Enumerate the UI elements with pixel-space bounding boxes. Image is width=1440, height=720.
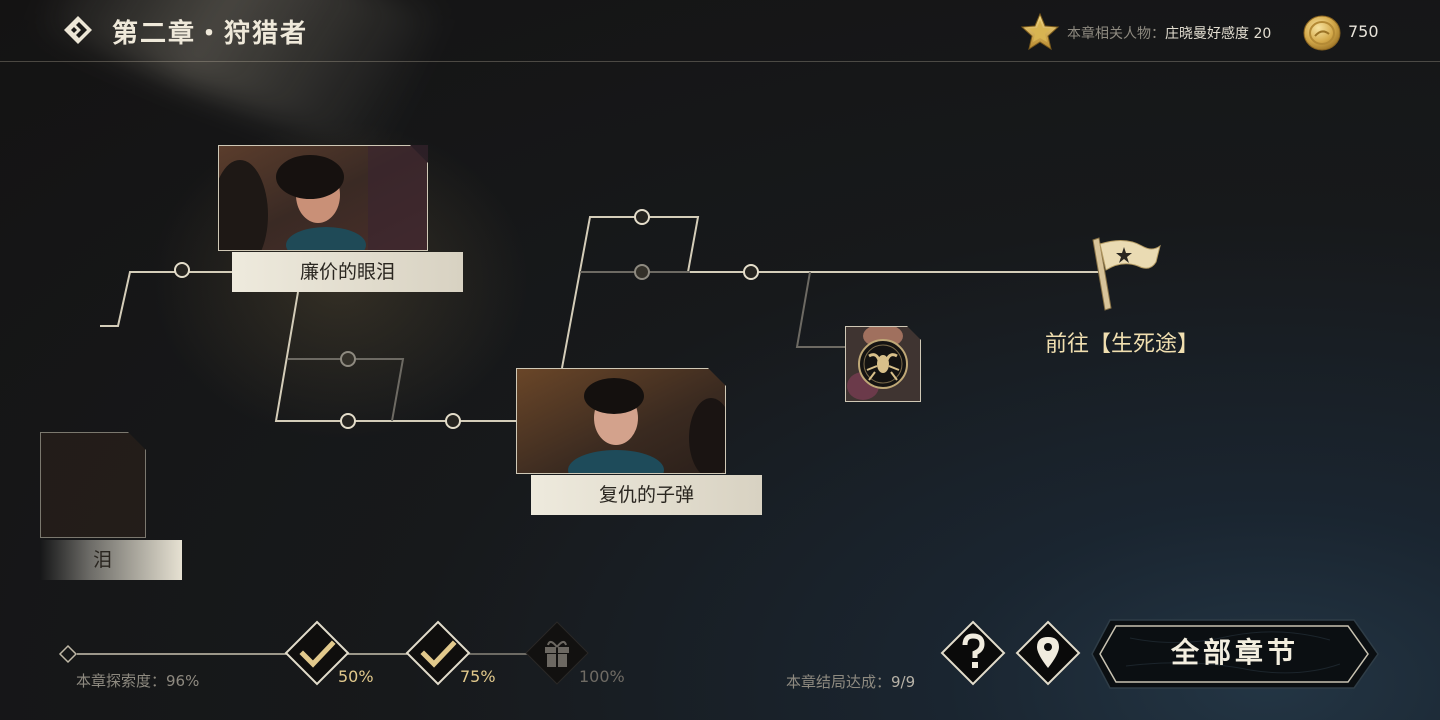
progress-start-marker bbox=[58, 644, 78, 664]
all-chapters-frame bbox=[1091, 619, 1379, 689]
all-chapters-label: 全部章节 bbox=[1170, 636, 1299, 669]
milestone-50-label: 50% bbox=[338, 667, 374, 686]
scene-thumbnail bbox=[218, 145, 428, 251]
path-node-dim bbox=[340, 351, 356, 367]
map-pin-icon[interactable] bbox=[1015, 620, 1081, 686]
top-bar: 第二章・狩猎者 本章相关人物：庄晓曼好感度 20 750 bbox=[0, 0, 1440, 62]
milestone-50-check-icon[interactable] bbox=[284, 620, 350, 686]
card-frame bbox=[40, 432, 146, 538]
story-node-card-2[interactable] bbox=[516, 368, 726, 474]
back-icon[interactable] bbox=[62, 14, 94, 46]
exploration-progress-track bbox=[58, 644, 530, 664]
exploration-value: 96% bbox=[166, 672, 200, 690]
path-card1-down bbox=[274, 291, 341, 422]
path-left-entry bbox=[100, 271, 175, 327]
path-dim-upper-right bbox=[355, 358, 405, 422]
coin-count: 750 bbox=[1348, 22, 1379, 41]
path-node-dim bbox=[634, 264, 650, 280]
exploration-label-text: 本章探索度： bbox=[76, 672, 167, 690]
path-node bbox=[743, 264, 759, 280]
milestone-75-check-icon[interactable] bbox=[405, 620, 471, 686]
path-node bbox=[634, 209, 650, 225]
affinity-info: 本章相关人物：庄晓曼好感度 20 bbox=[1067, 23, 1271, 43]
scene-thumbnail bbox=[40, 432, 146, 538]
path-top-branch bbox=[649, 216, 744, 273]
endings-label-text: 本章结局达成： bbox=[786, 673, 892, 691]
card-frame bbox=[516, 368, 726, 474]
story-node-card-3[interactable] bbox=[40, 432, 146, 538]
scene-thumbnail bbox=[516, 368, 726, 474]
affinity-value: 庄晓曼好感度 20 bbox=[1165, 26, 1272, 42]
card-frame bbox=[845, 326, 921, 402]
chapter-title: 第二章・狩猎者 bbox=[112, 19, 309, 49]
story-node-card-1[interactable] bbox=[218, 145, 428, 251]
path-node bbox=[340, 413, 356, 429]
flag-icon[interactable] bbox=[1092, 237, 1161, 311]
achievement-badge[interactable] bbox=[845, 326, 921, 402]
affinity-label: 本章相关人物： bbox=[1067, 26, 1165, 42]
card-frame bbox=[218, 145, 428, 251]
endings-value: 9/9 bbox=[891, 673, 916, 691]
path-node bbox=[445, 413, 461, 429]
goto-next-label[interactable]: 前往【生死途】 bbox=[1045, 332, 1200, 357]
help-question-icon[interactable] bbox=[940, 620, 1006, 686]
endings-label: 本章结局达成：9/9 bbox=[786, 671, 915, 692]
milestone-100-label: 100% bbox=[579, 667, 625, 686]
coin-icon bbox=[1303, 15, 1341, 51]
story-node-label-2[interactable]: 复仇的子弹 bbox=[531, 475, 762, 515]
story-node-label-1[interactable]: 廉价的眼泪 bbox=[232, 252, 463, 292]
path-dim-to-badge bbox=[795, 271, 846, 348]
path-node bbox=[174, 262, 190, 278]
all-chapters-button[interactable]: 全部章节 bbox=[1090, 618, 1380, 690]
exploration-label: 本章探索度：96% bbox=[76, 670, 199, 691]
star-icon bbox=[1020, 12, 1060, 51]
milestone-100-gift-icon[interactable] bbox=[524, 620, 590, 686]
path-card2-up bbox=[561, 216, 635, 369]
milestone-75-label: 75% bbox=[460, 667, 496, 686]
spider-emblem-icon bbox=[845, 326, 921, 402]
story-node-label-3[interactable]: 泪 bbox=[40, 540, 182, 580]
